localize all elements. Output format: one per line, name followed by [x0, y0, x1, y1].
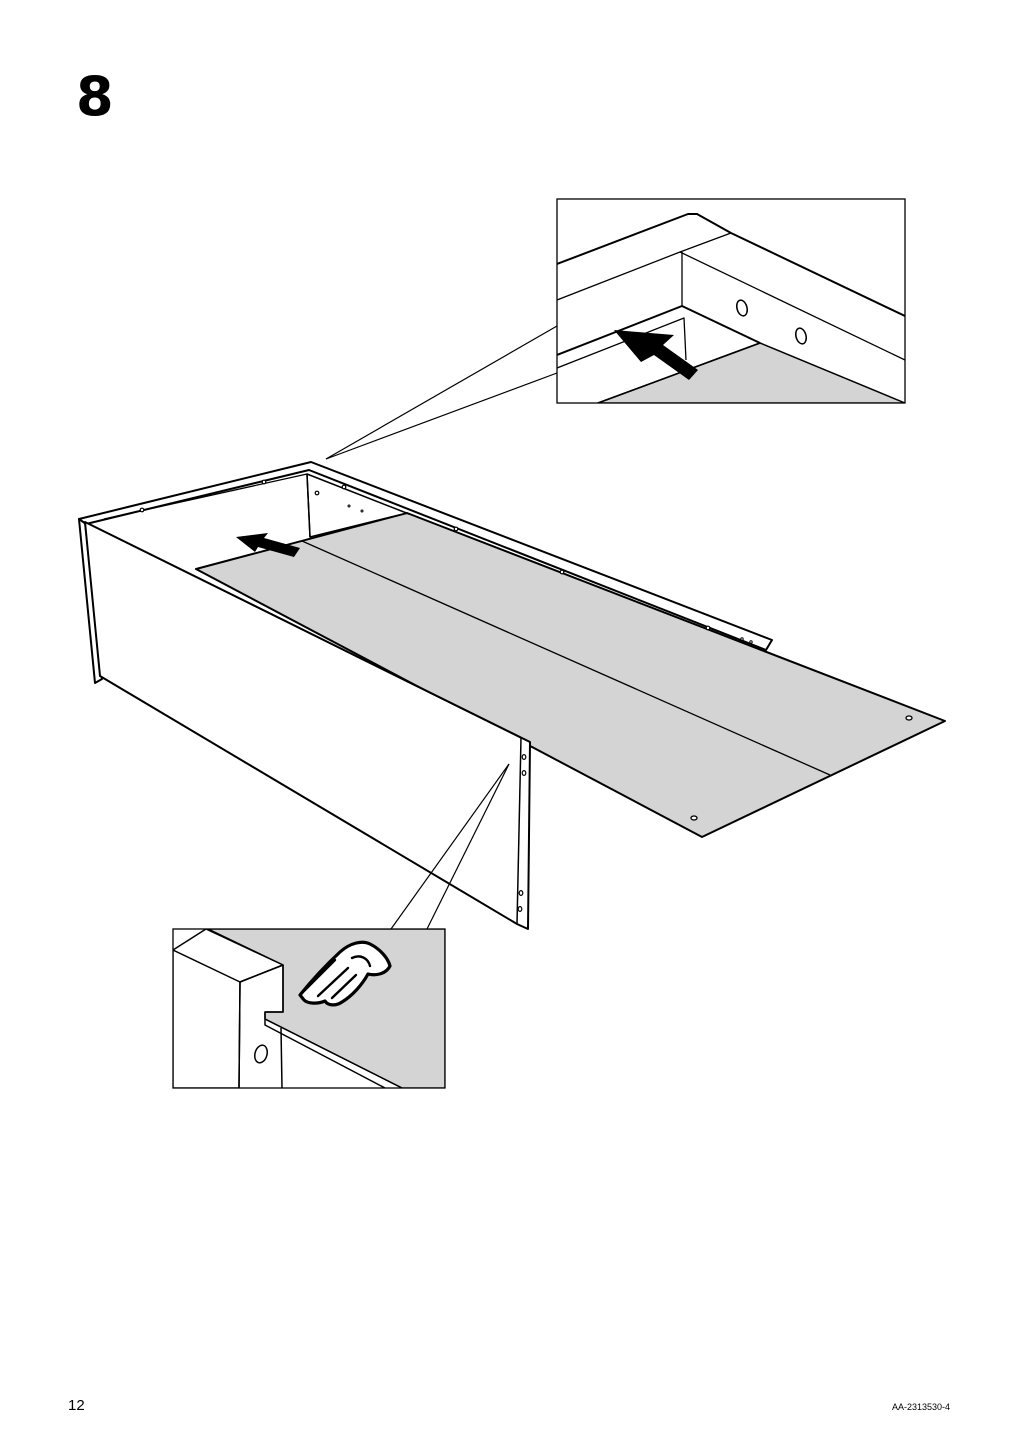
dowel-hole-icon — [521, 753, 527, 760]
dowel-hole-icon — [905, 715, 913, 721]
dowel-hole-icon — [341, 484, 347, 490]
push-arrow-icon — [614, 330, 698, 380]
pointing-hand-icon — [298, 940, 392, 1007]
right-end-panel-edge — [306, 473, 311, 538]
dowel-hole-icon — [690, 815, 698, 821]
dowel-hole-icon — [261, 479, 267, 485]
dowel-hole-icon — [518, 889, 524, 896]
dowel-hole-icon — [735, 299, 749, 317]
front-panel-end-edge — [516, 737, 522, 925]
dowel-hole-icon — [740, 637, 744, 641]
dowel-hole-icon — [347, 504, 351, 508]
callout-lines — [325, 325, 558, 930]
dowel-hole-icon — [453, 526, 459, 532]
back-panel-inner-line — [103, 473, 308, 520]
dowel-hole-icon — [559, 569, 565, 575]
dowel-hole-icon — [254, 1044, 268, 1064]
page-number: 12 — [68, 1397, 85, 1414]
dowel-hole-icon — [705, 625, 711, 631]
panel-seam-line — [301, 540, 831, 776]
bottom-panel — [195, 512, 946, 838]
dowel-hole-icon — [314, 490, 320, 496]
dowel-hole-icon — [517, 905, 523, 912]
detail-callout-top — [556, 198, 906, 404]
dowel-hole-icon — [749, 640, 753, 644]
document-code: AA-2313530-4 — [891, 1402, 950, 1412]
dowel-hole-icon — [139, 507, 145, 513]
cabinet-frame — [78, 461, 946, 930]
front-panel-top-edge — [84, 521, 522, 739]
dowel-hole-icon — [360, 509, 364, 513]
dowel-hole-icon — [794, 327, 808, 345]
step-number: 8 — [76, 65, 114, 128]
detail-callout-bottom — [172, 928, 446, 1089]
dowel-hole-icon — [521, 769, 527, 776]
push-arrow-icon — [236, 533, 300, 557]
